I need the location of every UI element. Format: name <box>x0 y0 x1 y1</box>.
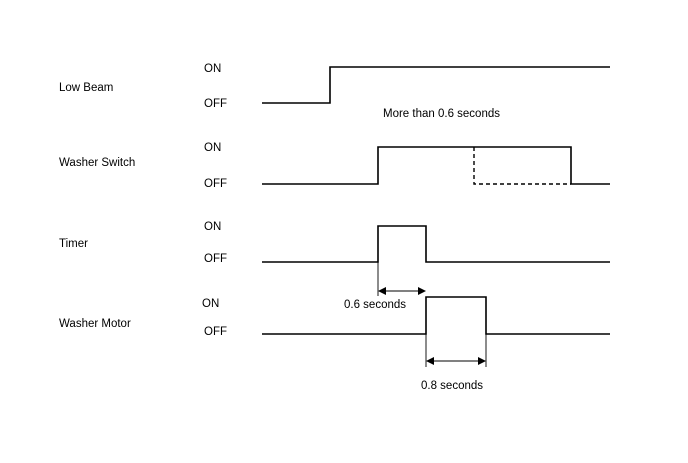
signal-name-low-beam: Low Beam <box>59 82 113 94</box>
signal-low-beam: Low Beam ON OFF <box>59 63 610 110</box>
waveform-washer-switch-alternate <box>473 147 571 185</box>
signal-name-timer: Timer <box>59 238 88 250</box>
signal-timer: Timer ON OFF <box>59 221 610 265</box>
annotation-motor-duration: 0.8 seconds <box>421 380 483 392</box>
dimension-timer-duration: 0.6 seconds <box>344 262 426 311</box>
on-label-washer-motor: ON <box>202 298 219 310</box>
on-label-washer-switch: ON <box>204 142 221 154</box>
annotation-washer-switch-hold: More than 0.6 seconds <box>383 108 500 120</box>
signal-name-washer-switch: Washer Switch <box>59 157 135 169</box>
waveform-washer-switch <box>262 146 610 185</box>
off-label-washer-switch: OFF <box>204 178 227 190</box>
off-label-low-beam: OFF <box>204 98 227 110</box>
signal-washer-motor: Washer Motor ON OFF <box>59 296 610 338</box>
on-label-low-beam: ON <box>204 63 221 75</box>
waveform-washer-motor <box>262 296 610 335</box>
waveform-low-beam <box>262 66 610 104</box>
off-label-washer-motor: OFF <box>204 326 227 338</box>
signal-name-washer-motor: Washer Motor <box>59 318 131 330</box>
waveform-timer <box>262 225 610 263</box>
off-label-timer: OFF <box>204 253 227 265</box>
on-label-timer: ON <box>204 221 221 233</box>
signal-washer-switch: Washer Switch ON OFF <box>59 142 610 190</box>
dimension-motor-duration: 0.8 seconds <box>421 334 487 392</box>
annotation-timer-duration: 0.6 seconds <box>344 299 406 311</box>
